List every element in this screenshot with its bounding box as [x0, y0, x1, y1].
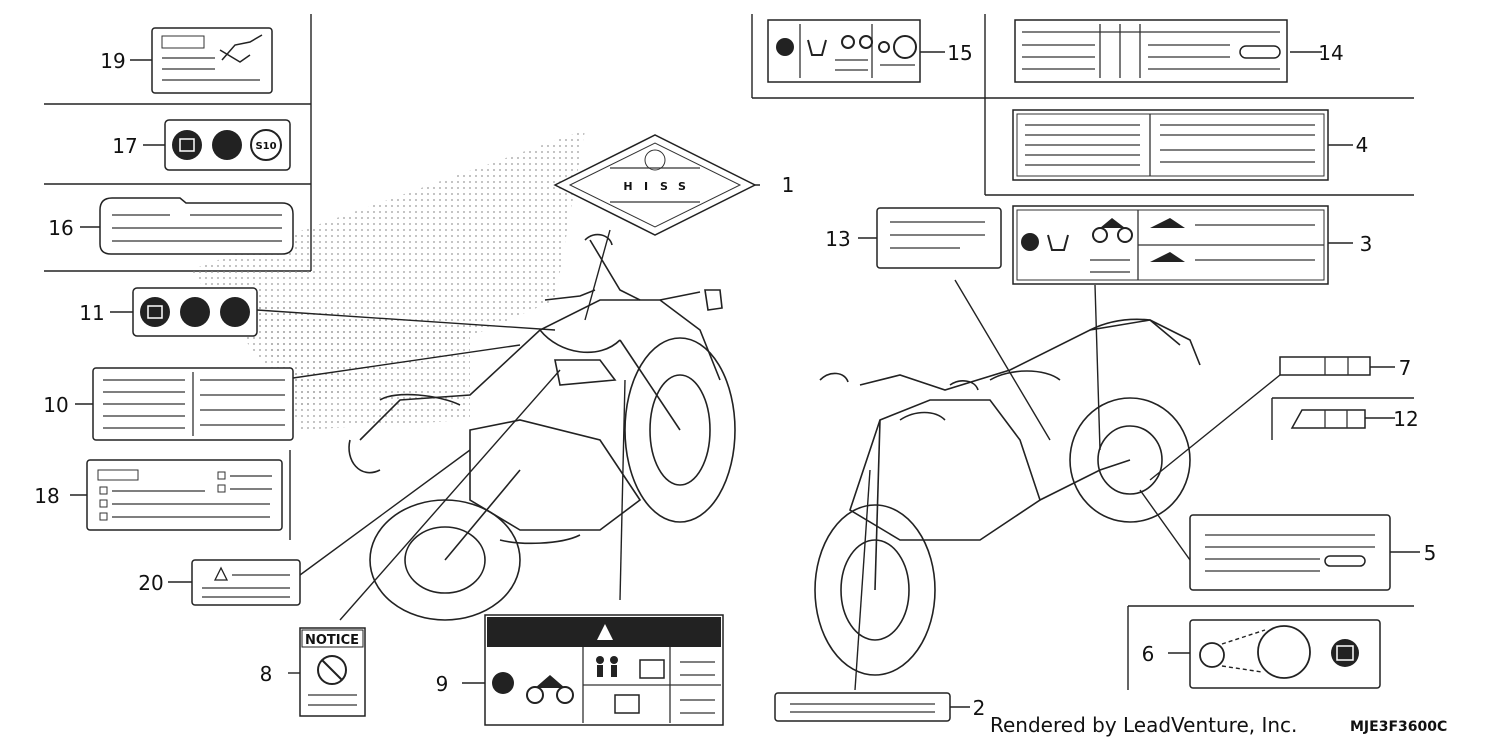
hiss-letter-3: S — [660, 180, 668, 193]
label-2-strip — [774, 692, 951, 722]
label-5-chain-info — [1189, 514, 1391, 591]
diagram-part-code: MJE3F3600C — [1350, 719, 1447, 735]
callout-11: 11 — [79, 301, 104, 325]
callout-10: 10 — [43, 393, 68, 417]
callout-6: 6 — [1142, 642, 1155, 666]
callout-7: 7 — [1399, 356, 1412, 380]
label-13-plain — [876, 207, 1002, 269]
callout-20: 20 — [138, 571, 163, 595]
callout-16: 16 — [48, 216, 73, 240]
label-18-checklist — [86, 459, 283, 531]
label-10-tire-info — [92, 367, 294, 441]
label-16-plain — [99, 197, 294, 255]
label-7-strip — [1279, 356, 1371, 376]
callout-2: 2 — [973, 696, 986, 720]
callout-13: 13 — [825, 227, 850, 251]
callout-3: 3 — [1360, 232, 1373, 256]
label-17-icons-s10: S10 — [164, 119, 291, 171]
label-1-hiss-decal: H I S S — [553, 134, 757, 236]
label-11-caution-icons — [132, 287, 258, 337]
render-credit: Rendered by LeadVenture, Inc. — [990, 713, 1297, 737]
motorcycle-right-illustration — [814, 318, 1201, 676]
leader-lines — [70, 51, 1420, 708]
callout-numbers: 1 2 3 4 5 6 7 8 9 10 11 12 13 14 15 16 1… — [34, 41, 1436, 720]
hiss-letter-4: S — [678, 180, 686, 193]
label-12-strip — [1290, 409, 1366, 429]
callout-17: 17 — [112, 134, 137, 158]
callout-4: 4 — [1356, 133, 1369, 157]
callout-12: 12 — [1393, 407, 1418, 431]
callout-5: 5 — [1424, 541, 1437, 565]
motorcycle-left-illustration — [348, 233, 736, 621]
s10-fuel-label: S10 — [255, 141, 276, 152]
section-dividers — [44, 14, 1414, 690]
label-8-notice: NOTICE — [299, 627, 366, 717]
label-20-warning — [191, 559, 301, 606]
label-3-load-info — [1012, 205, 1329, 285]
label-9-load-warning — [484, 614, 724, 726]
callout-15: 15 — [947, 41, 972, 65]
label-4-emission-info — [1012, 109, 1329, 181]
callout-18: 18 — [34, 484, 59, 508]
callout-14: 14 — [1318, 41, 1343, 65]
label-6-chain-slack — [1189, 619, 1381, 689]
label-15-load-icons — [767, 19, 921, 83]
callout-8: 8 — [260, 662, 273, 686]
callout-1: 1 — [782, 173, 795, 197]
notice-heading: NOTICE — [305, 633, 359, 648]
callout-9: 9 — [436, 672, 449, 696]
label-14-info-table — [1014, 19, 1288, 83]
hiss-letter-1: H — [623, 180, 632, 193]
callout-19: 19 — [100, 49, 125, 73]
hiss-letter-2: I — [644, 180, 648, 193]
dotted-area-lower — [250, 300, 470, 430]
label-19-refuel-info — [151, 27, 273, 94]
